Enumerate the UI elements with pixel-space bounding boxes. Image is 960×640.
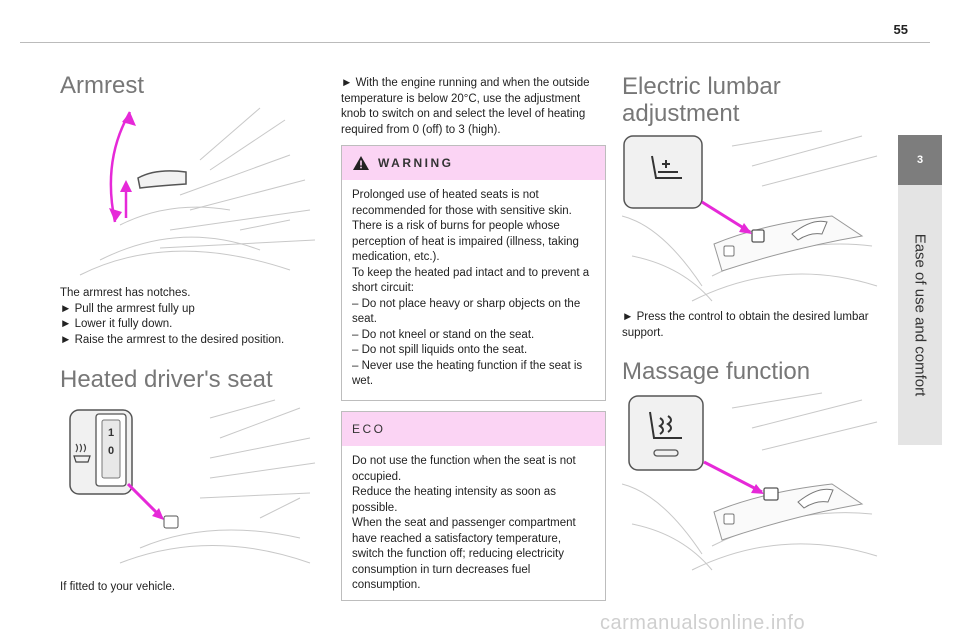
page-number: 55 xyxy=(893,22,908,37)
chapter-title: Ease of use and comfort xyxy=(911,233,929,397)
eco-line: Do not use the function when the seat is… xyxy=(352,455,576,483)
warning-title: WARNING xyxy=(378,156,454,170)
warning-line: Prolonged use of heated seats is not rec… xyxy=(352,189,572,217)
eco-body: Do not use the function when the seat is… xyxy=(342,446,605,602)
eco-title: ECO xyxy=(352,422,386,436)
armrest-text: The armrest has notches. ► Pull the armr… xyxy=(60,286,310,348)
lumbar-heading: Electric lumbar adjustment xyxy=(622,73,781,127)
eco-box: ECO Do not use the function when the sea… xyxy=(341,411,606,601)
massage-seat-icon xyxy=(649,411,682,439)
massage-illustration xyxy=(622,392,878,571)
warning-header: WARNING xyxy=(342,146,605,180)
chapter-tab[interactable]: 3 xyxy=(898,135,942,185)
armrest-illustration xyxy=(79,107,316,276)
armrest-line-4: ► Raise the armrest to the desired posit… xyxy=(60,333,285,346)
warning-icon xyxy=(353,156,369,170)
armrest-line-1: The armrest has notches. xyxy=(60,287,191,299)
armrest-line-3: ► Lower it fully down. xyxy=(60,318,173,330)
warning-line: – Do not place heavy or sharp objects on… xyxy=(352,297,581,326)
warning-line: – Never use the heating function if the … xyxy=(352,359,583,388)
eco-line: Reduce the heating intensity as soon as … xyxy=(352,486,556,514)
warning-box: WARNING Prolonged use of heated seats is… xyxy=(341,145,606,401)
heated-seat-illustration: 1 0 xyxy=(69,399,316,564)
massage-heading: Massage function xyxy=(622,358,811,385)
armrest-heading: Armrest xyxy=(60,72,144,99)
heated-seat-heading: Heated driver's seat xyxy=(60,366,273,393)
heating-instruction: ► With the engine running and when the o… xyxy=(341,77,590,136)
lumbar-seat-icon xyxy=(651,155,682,179)
knob-mark-0: 0 xyxy=(108,445,114,457)
warning-line: To keep the heated pad intact and to pre… xyxy=(352,266,590,295)
warning-line: – Do not spill liquids onto the seat. xyxy=(352,344,528,356)
seat-heat-icon xyxy=(73,443,91,463)
heated-seat-caption: If fitted to your vehicle. xyxy=(60,581,176,593)
warning-line: – Do not kneel or stand on the seat. xyxy=(352,328,535,341)
warning-line: There is a risk of burns for people whos… xyxy=(352,220,579,263)
warning-body: Prolonged use of heated seats is not rec… xyxy=(342,180,605,398)
eco-header: ECO xyxy=(342,412,605,446)
eco-line: When the seat and passenger compartment … xyxy=(352,517,576,591)
massage-indicator xyxy=(653,449,679,457)
lumbar-instruction: ► Press the control to obtain the desire… xyxy=(622,311,869,339)
lumbar-illustration xyxy=(622,130,878,302)
knob-mark-1: 1 xyxy=(108,427,114,439)
chapter-label-panel: Ease of use and comfort xyxy=(898,185,942,445)
armrest-line-2: ► Pull the armrest fully up xyxy=(60,302,195,315)
top-rule xyxy=(20,42,930,43)
watermark: carmanualsonline.info xyxy=(600,612,806,634)
